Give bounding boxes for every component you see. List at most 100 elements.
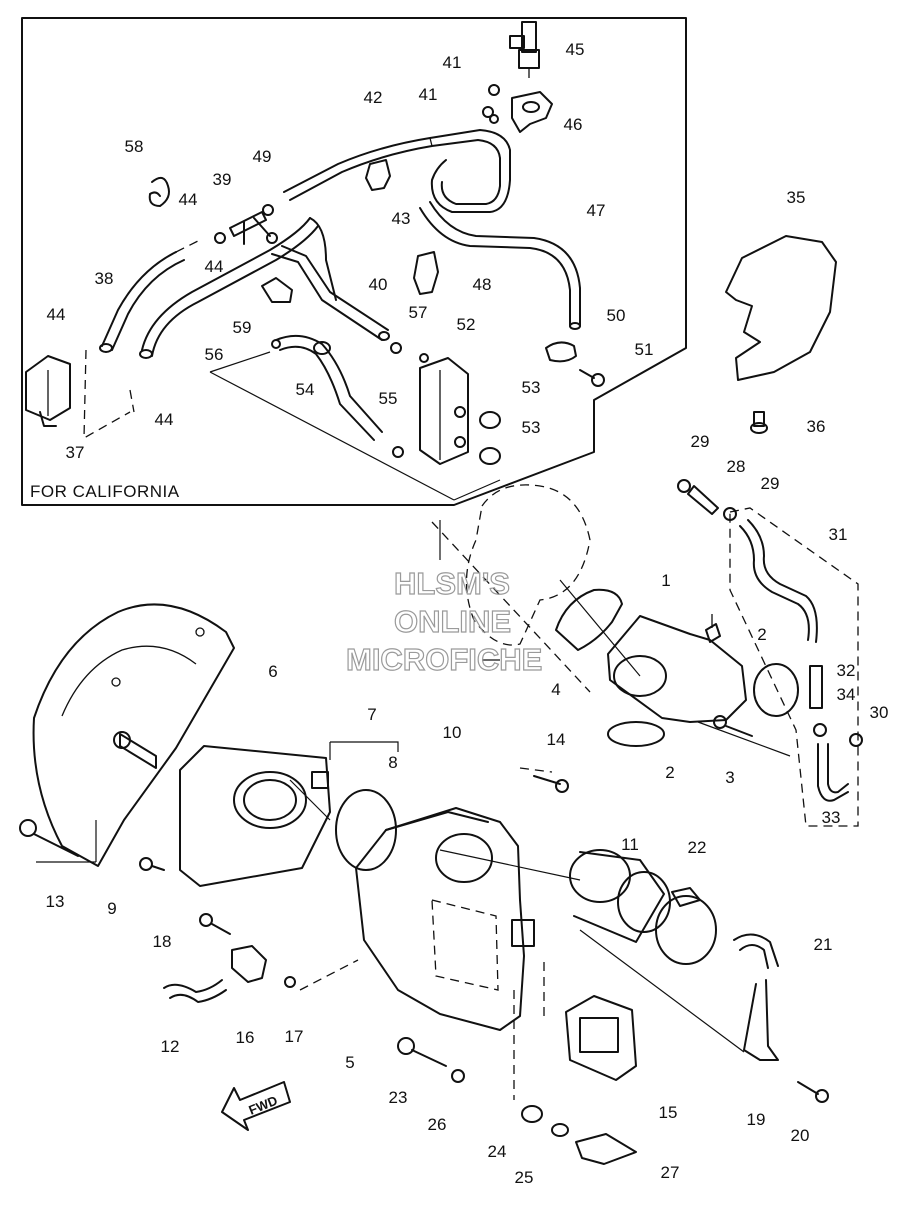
part-34-clamp (813, 723, 827, 737)
part-38-hose (99, 239, 201, 353)
part-23-bolt (397, 1037, 447, 1067)
callout-9: 9 (107, 899, 116, 918)
callout-54: 54 (296, 380, 315, 399)
part-20-screw (797, 1081, 829, 1103)
part-35-cover (725, 235, 837, 381)
callout-3: 3 (725, 768, 734, 787)
part-9-screw (139, 857, 165, 871)
part-58-clamp (148, 176, 170, 207)
callout-43: 43 (392, 209, 411, 228)
callout-53b: 53 (522, 418, 541, 437)
callout-2b: 2 (665, 763, 674, 782)
callout-21: 21 (814, 935, 833, 954)
part-12-hose (163, 979, 227, 1003)
part-51-screw (579, 369, 605, 387)
part-31-hose-assembly (729, 507, 859, 827)
part-39-tee (229, 211, 271, 245)
part-33-hose (817, 743, 849, 802)
callout-26: 26 (428, 1115, 447, 1134)
callout-52: 52 (457, 315, 476, 334)
part-55-clamp (392, 446, 404, 458)
part-42-hose (283, 129, 511, 213)
region-label: FOR CALIFORNIA (30, 482, 180, 501)
callout-5: 5 (345, 1053, 354, 1072)
callout-33: 33 (822, 808, 841, 827)
part-48-clip (413, 251, 439, 295)
part-43-clip (365, 159, 391, 191)
part-14-bolt (533, 775, 569, 793)
callout-48: 48 (473, 275, 492, 294)
callout-17: 17 (285, 1027, 304, 1046)
part-27-bracket (575, 1133, 637, 1165)
part-45-fitting (509, 21, 540, 78)
california-inset-frame (21, 17, 687, 506)
callout-47: 47 (587, 201, 606, 220)
callout-41a: 41 (443, 53, 462, 72)
part-37-solenoid (25, 355, 71, 427)
part-44-clamp-a (214, 232, 226, 244)
part-26-washer (451, 1069, 465, 1083)
callout-38: 38 (95, 269, 114, 288)
part-18-screw (199, 913, 231, 935)
part-1-intake-joint (607, 614, 747, 723)
part-28-pipe (687, 485, 719, 515)
callout-29b: 29 (761, 474, 780, 493)
part-29-clamp-a (677, 479, 691, 493)
callout-16: 16 (236, 1028, 255, 1047)
callout-44a: 44 (179, 190, 198, 209)
callout-42: 42 (364, 88, 383, 107)
callout-25: 25 (515, 1168, 534, 1187)
part-30-clamp (849, 733, 863, 747)
part-4-band (555, 588, 623, 651)
callout-45: 45 (566, 40, 585, 59)
callout-35: 35 (787, 188, 806, 207)
part-19-hose (743, 979, 779, 1061)
callout-51: 51 (635, 340, 654, 359)
part-2-oring-b (607, 721, 665, 747)
part-44-clamp-b (266, 232, 278, 244)
part-16-drain (231, 945, 267, 983)
part-52-canister (419, 353, 469, 465)
part-11-boot (569, 849, 671, 943)
callout-12: 12 (161, 1037, 180, 1056)
part-57-clamp (390, 342, 402, 354)
fwd-arrow-icon: FWD (221, 1081, 291, 1131)
callout-24: 24 (488, 1142, 507, 1161)
part-53-grommets (479, 411, 501, 465)
callout-32: 32 (837, 661, 856, 680)
part-17-ring (284, 976, 296, 988)
callout-8: 8 (388, 753, 397, 772)
part-36-bolt (750, 411, 768, 434)
part-13-bolt (19, 819, 79, 857)
part-59-clip (261, 277, 293, 303)
callout-15: 15 (659, 1103, 678, 1122)
part-15-reed (565, 995, 637, 1081)
callout-20: 20 (791, 1126, 810, 1145)
callout-44b: 44 (205, 257, 224, 276)
callout-18: 18 (153, 932, 172, 951)
callout-46: 46 (564, 115, 583, 134)
svg-text:FWD: FWD (247, 1093, 280, 1118)
part-25-collar (551, 1123, 569, 1137)
part-3-bolt (713, 715, 753, 737)
part-54-hose (271, 334, 383, 441)
part-5-box (355, 807, 535, 1031)
callout-4: 4 (551, 680, 560, 699)
callout-50: 50 (607, 306, 626, 325)
callout-28: 28 (727, 457, 746, 476)
part-7-element (179, 745, 331, 887)
callout-22: 22 (688, 838, 707, 857)
part-24-grommet (521, 1105, 543, 1123)
callout-59: 59 (233, 318, 252, 337)
part-21-hose (733, 933, 779, 969)
part-50-clamp (545, 341, 577, 363)
callout-36: 36 (807, 417, 826, 436)
svg-text:MICROFICHE: MICROFICHE (346, 642, 542, 677)
callout-13: 13 (46, 892, 65, 911)
part-32-pipe (809, 665, 823, 709)
watermark: HLSM'S ONLINE MICROFICHE (345, 565, 543, 677)
callout-44c: 44 (47, 305, 66, 324)
callout-30: 30 (870, 703, 889, 722)
